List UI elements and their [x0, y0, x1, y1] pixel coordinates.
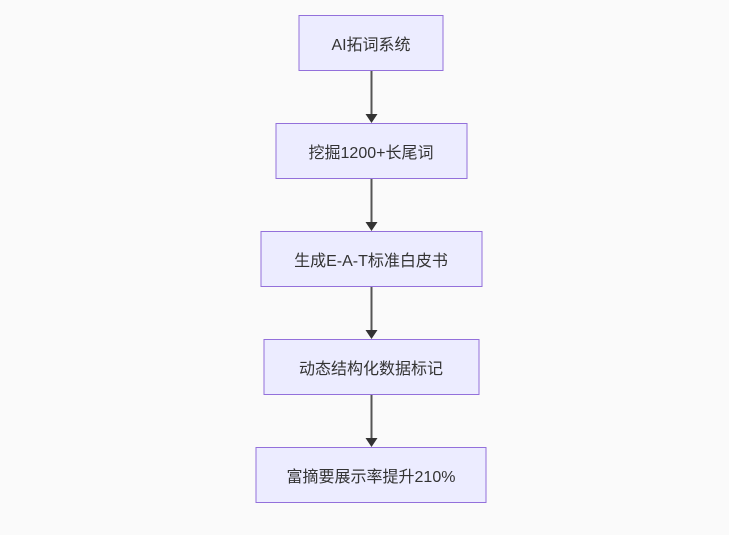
flow-arrow-down-icon: [365, 179, 377, 231]
flow-node-2: 挖掘1200+长尾词: [275, 123, 467, 179]
flow-node-label: AI拓词系统: [331, 37, 411, 54]
flow-arrow-line: [370, 395, 372, 438]
flow-node-3: 生成E-A-T标准白皮书: [260, 231, 482, 287]
flow-arrow-line: [370, 71, 372, 114]
flow-node-1: AI拓词系统: [298, 15, 444, 71]
flow-node-label: 生成E-A-T标准白皮书: [294, 253, 448, 270]
flow-arrowhead-icon: [365, 222, 377, 231]
flow-node-label: 挖掘1200+长尾词: [308, 145, 434, 162]
flow-arrowhead-icon: [365, 438, 377, 447]
flow-arrow-line: [370, 287, 372, 330]
flow-node-5: 富摘要展示率提升210%: [255, 447, 487, 503]
flow-arrowhead-icon: [365, 114, 377, 123]
flow-arrow-down-icon: [365, 395, 377, 447]
flow-arrow-down-icon: [365, 71, 377, 123]
flow-node-label: 富摘要展示率提升210%: [286, 469, 456, 486]
flow-node-4: 动态结构化数据标记: [263, 339, 479, 395]
flow-arrow-line: [370, 179, 372, 222]
flowchart-column: AI拓词系统挖掘1200+长尾词生成E-A-T标准白皮书动态结构化数据标记富摘要…: [255, 15, 487, 503]
flow-arrowhead-icon: [365, 330, 377, 339]
flow-arrow-down-icon: [365, 287, 377, 339]
flow-node-label: 动态结构化数据标记: [298, 361, 443, 378]
